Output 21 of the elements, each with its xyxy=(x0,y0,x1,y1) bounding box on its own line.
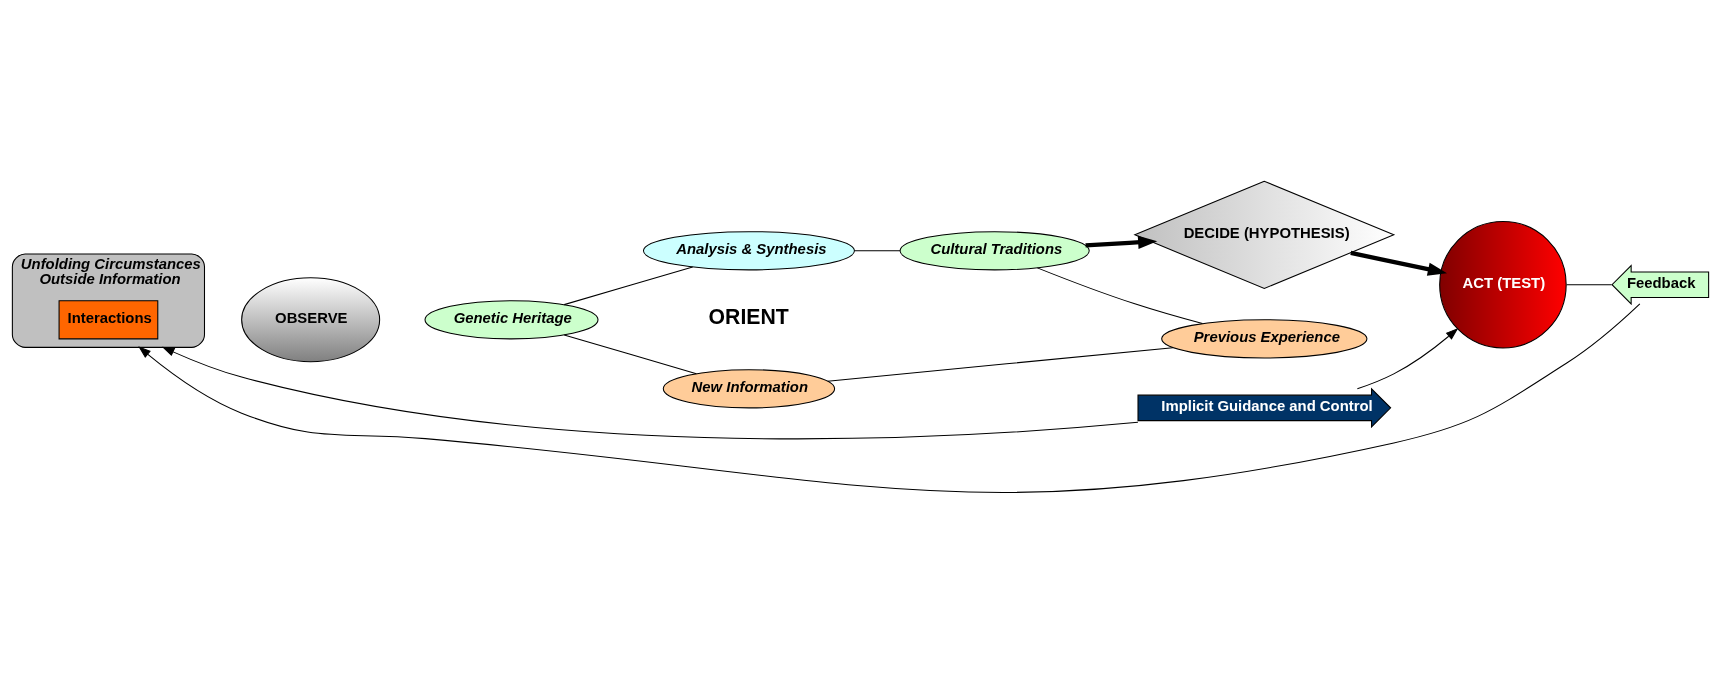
node-ellipse: Previous Experience xyxy=(1161,318,1368,358)
node-box: Interactions xyxy=(58,299,159,339)
connector xyxy=(563,265,694,305)
connector xyxy=(563,333,697,374)
node-ellipse: Cultural Traditions xyxy=(899,230,1090,270)
node-ellipse: OBSERVE xyxy=(241,276,381,362)
node-ellipse: Analysis & Synthesis xyxy=(642,230,855,270)
connector xyxy=(1566,283,1613,285)
connector xyxy=(854,249,901,251)
connector xyxy=(1036,266,1203,324)
node-text: ORIENT xyxy=(708,304,789,328)
connector xyxy=(827,346,1174,382)
node-diamond: DECIDE (HYPOTHESIS) xyxy=(1133,180,1396,289)
arrow xyxy=(1350,250,1447,276)
arrow xyxy=(138,302,1641,493)
arrow xyxy=(1356,327,1459,389)
node-ellipse: New Information xyxy=(662,368,836,408)
arrow xyxy=(1085,235,1158,249)
node-circle: ACT (TEST) xyxy=(1439,220,1567,348)
node-ellipse: Genetic Heritage xyxy=(424,299,599,339)
arrow xyxy=(161,346,1139,439)
